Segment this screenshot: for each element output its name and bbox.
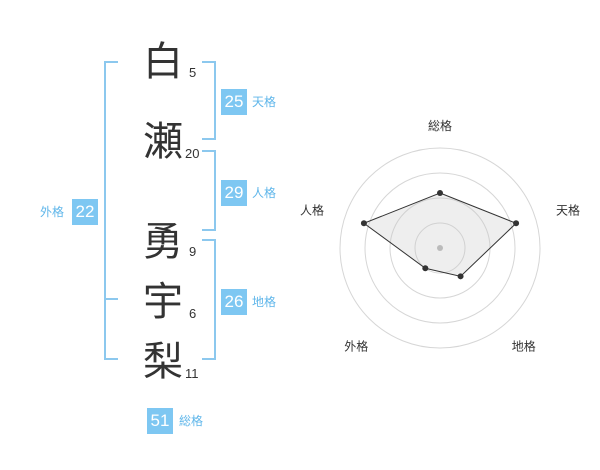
radar-point-3 (457, 273, 464, 280)
stroke-count-5: 11 (185, 366, 199, 381)
tenkaku-badge: 25 (221, 89, 247, 115)
radar-center (437, 245, 443, 251)
name-char-3: 勇 (143, 219, 183, 265)
radar-ring-1 (414, 222, 466, 274)
radar-point-5 (360, 220, 367, 227)
jinkaku-badge: 29 (221, 180, 247, 206)
name-char-2: 瀬 (143, 119, 183, 165)
radar-ring-4 (339, 147, 541, 349)
radar-ring-3 (364, 172, 516, 324)
jinkaku-label: 人格 (252, 186, 277, 200)
chikaku-bracket (202, 239, 216, 360)
name-char-4: 宇 (143, 279, 183, 325)
stroke-count-3: 9 (189, 244, 197, 259)
chikaku-badge: 26 (221, 289, 247, 315)
radar-axis-label-1: 総格 (428, 118, 452, 133)
gaikaku-bracket-tick (104, 298, 118, 300)
jinkaku-bracket (202, 150, 216, 231)
radar-axis-label-3: 地格 (512, 339, 536, 354)
soukaku-badge: 51 (147, 408, 173, 434)
radar-point-2 (513, 220, 520, 227)
stroke-count-4: 6 (189, 306, 197, 321)
chikaku-label: 地格 (252, 295, 277, 309)
radar-point-4 (422, 265, 429, 272)
radar-axis-label-5: 人格 (300, 202, 324, 217)
soukaku-label: 総格 (179, 414, 204, 428)
name-char-5: 梨 (143, 339, 183, 385)
tenkaku-bracket (202, 61, 216, 140)
radar-axis-label-4: 外格 (344, 339, 368, 354)
name-char-1: 白 (143, 39, 183, 85)
stroke-count-1: 5 (189, 65, 197, 80)
gaikaku-bracket (104, 61, 118, 360)
radar-axis-label-2: 天格 (556, 202, 580, 217)
tenkaku-label: 天格 (252, 95, 277, 109)
gaikaku-badge: 22 (72, 199, 98, 225)
radar-point-1 (437, 190, 443, 196)
gaikaku-label: 外格 (40, 205, 65, 219)
stroke-count-2: 20 (185, 146, 200, 161)
radar-area (362, 192, 517, 277)
